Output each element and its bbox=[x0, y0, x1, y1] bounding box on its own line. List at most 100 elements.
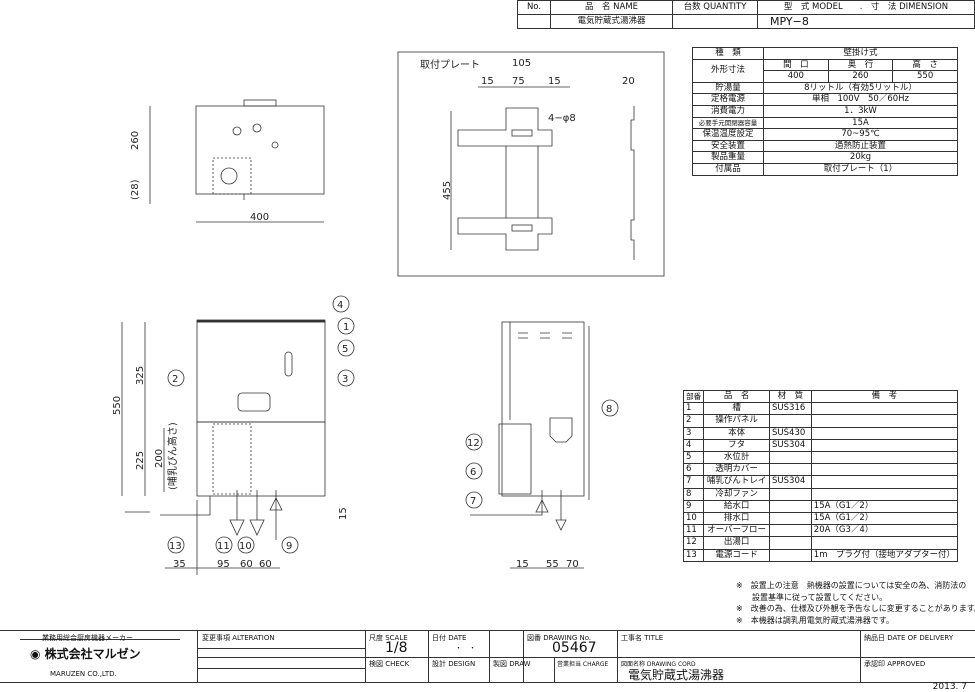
spec-value: 20kg bbox=[763, 151, 958, 164]
part-name: 冷却ファン bbox=[703, 487, 771, 501]
callout-3: 3 bbox=[342, 374, 348, 385]
part-name: 電源コード bbox=[703, 548, 771, 562]
dim-15a: 15 bbox=[481, 76, 494, 87]
fan-icon bbox=[220, 167, 238, 185]
mounting-plate-view: 取付プレート 105 15 75 15 20 4−φ8 455 bbox=[397, 51, 665, 277]
dim-15: 15 bbox=[338, 507, 349, 520]
dim-15b: 15 bbox=[548, 76, 561, 87]
dim-28: (28) bbox=[130, 179, 141, 200]
dim-225: 225 bbox=[135, 451, 146, 470]
title-label: 工事名 TITLE bbox=[621, 634, 664, 642]
approved-label: 承認印 APPROVED bbox=[864, 660, 926, 668]
scale-value: 1/8 bbox=[385, 640, 408, 656]
port-icon bbox=[232, 126, 242, 136]
dim-95: 95 bbox=[217, 559, 230, 570]
drawing-name: 電気貯蔵式湯沸器 bbox=[628, 668, 725, 682]
charge-label: 営業担当 CHARGE bbox=[557, 661, 609, 668]
plate-slot bbox=[511, 129, 533, 137]
part-no: 13 bbox=[682, 548, 705, 562]
side-view: 15 55 70 8 12 6 7 bbox=[465, 321, 619, 570]
dim-70: 70 bbox=[566, 559, 579, 570]
note: ※ 改善の為、仕様及び外観を予告なしに変更することがあります。 bbox=[736, 604, 975, 613]
drawing-no-label: 図番 DRAWING No. bbox=[527, 634, 592, 642]
plate-top bbox=[457, 107, 553, 147]
holes-label: 4−φ8 bbox=[548, 113, 576, 124]
lower-body bbox=[196, 421, 326, 497]
bottle-height-label: (哺乳びん高さ) bbox=[166, 422, 179, 490]
callout-1: 1 bbox=[343, 322, 349, 333]
part-name: 排水口 bbox=[703, 512, 771, 526]
callout-6: 6 bbox=[470, 467, 476, 478]
note: ※ 本機器は調乳用電気貯蔵式湯沸器です。 bbox=[736, 615, 894, 625]
spec-value: 壁掛け式 bbox=[763, 47, 958, 60]
tray-outline bbox=[212, 157, 252, 195]
control-panel bbox=[237, 392, 271, 412]
front-callouts: 4 1 5 2 3 13 11 10 9 bbox=[167, 295, 355, 554]
part-no: 1 bbox=[682, 402, 705, 416]
bottle-tray bbox=[212, 423, 252, 495]
callout-13: 13 bbox=[169, 541, 182, 552]
part-remarks: 1m プラグ付（接地アダプター付） bbox=[810, 548, 959, 562]
date-label: 日付 DATE bbox=[432, 634, 467, 642]
part-name: フタ bbox=[703, 438, 771, 453]
part-no: 11 bbox=[682, 524, 705, 538]
pipe-arrows bbox=[229, 490, 283, 540]
dim-60a: 60 bbox=[240, 559, 253, 570]
drawings: 260 (28) 400 取付プレート 105 15 75 15 20 4−φ8… bbox=[112, 51, 665, 575]
plate-frame bbox=[397, 51, 665, 277]
part-name: 操作パネル bbox=[703, 414, 771, 428]
plate-slot bbox=[511, 224, 533, 232]
dim-20: 20 bbox=[622, 76, 635, 87]
dim-15: 15 bbox=[516, 559, 529, 570]
port-icon bbox=[271, 141, 279, 149]
dim-325: 325 bbox=[135, 366, 146, 385]
dim-400: 400 bbox=[250, 212, 269, 223]
top-body bbox=[195, 105, 325, 195]
dim-550: 550 bbox=[112, 396, 123, 415]
header-table: No. 品 名 NAME 台数 QUANTITY 型 式 MODEL . 寸 法… bbox=[517, 0, 975, 29]
spec-label: 安全装置 bbox=[692, 139, 764, 153]
dim-200: 200 bbox=[154, 449, 165, 468]
part-name: 給水口 bbox=[703, 499, 771, 514]
side-power-cord bbox=[470, 505, 543, 516]
dim-260: 260 bbox=[130, 131, 141, 150]
company-en: MARUZEN CO.,LTD. bbox=[50, 670, 117, 678]
part-name: 水位計 bbox=[703, 451, 771, 465]
maker-tagline: 業務用総合厨房機器メーカー bbox=[42, 634, 133, 642]
part-name: 出湯口 bbox=[703, 536, 771, 550]
part-name: オーバーフロー bbox=[703, 524, 771, 538]
check-label: 検図 CHECK bbox=[369, 660, 410, 668]
part-no: 10 bbox=[682, 512, 705, 526]
parts-header: 部番 bbox=[682, 389, 705, 404]
plate-side bbox=[630, 106, 635, 260]
product-name: 電気貯蔵式湯沸器 bbox=[550, 14, 673, 29]
part-remarks: 20A（G3／4） bbox=[810, 524, 959, 538]
scale-label: 尺度 SCALE bbox=[369, 634, 408, 642]
dim-55: 55 bbox=[546, 559, 559, 570]
spec-label: 保温温度設定 bbox=[692, 128, 764, 141]
spec-label: 外形寸法 bbox=[692, 58, 764, 83]
parts-header: 備 考 bbox=[810, 389, 959, 404]
part-no: 12 bbox=[682, 536, 705, 550]
top-handle bbox=[243, 99, 277, 107]
drawing-cord-label: 図面名称 DRAWING CORD bbox=[621, 661, 696, 668]
callout-4: 4 bbox=[337, 300, 343, 311]
dim-60b: 60 bbox=[259, 559, 272, 570]
delivery-label: 納品日 DATE OF DELIVERY bbox=[864, 634, 954, 642]
callout-8: 8 bbox=[606, 404, 612, 415]
spec-value: 過熱防止装置 bbox=[763, 139, 958, 153]
part-name: 槽 bbox=[703, 402, 771, 416]
plate-title: 取付プレート bbox=[420, 58, 480, 71]
vents bbox=[518, 332, 572, 339]
top-view: 260 (28) 400 bbox=[130, 99, 325, 223]
spec-value: 70~95℃ bbox=[763, 128, 958, 141]
upper-body bbox=[196, 321, 326, 423]
logo-icon: ◉ bbox=[30, 647, 41, 661]
drawing-no: 05467 bbox=[552, 640, 597, 656]
revision-date: 2013. 7 bbox=[932, 682, 967, 692]
callout-10: 10 bbox=[239, 541, 252, 552]
